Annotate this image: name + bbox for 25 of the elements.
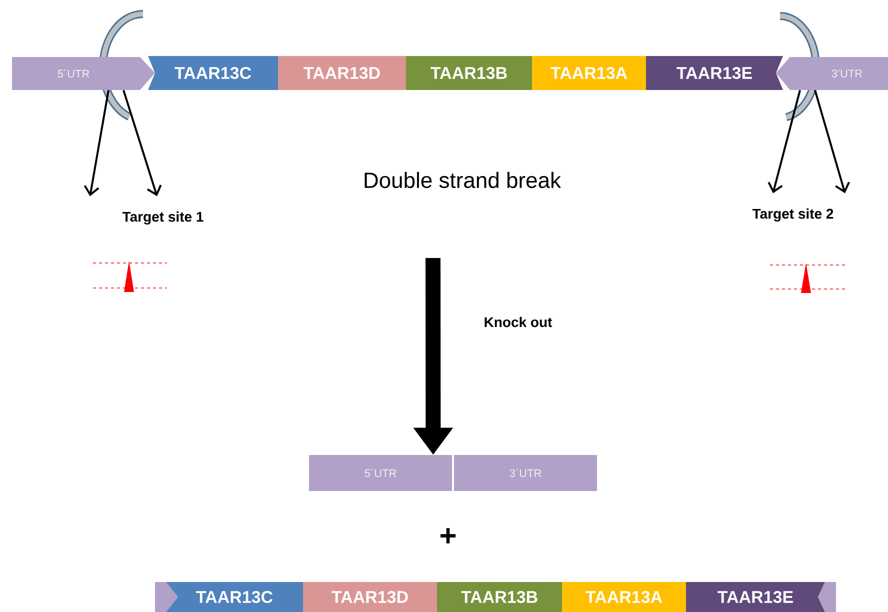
plus-sign: +	[440, 528, 456, 544]
utr-end-box	[155, 582, 178, 612]
gene-box: TAAR13B	[437, 582, 562, 612]
target-site-label: Target site 1	[122, 211, 204, 225]
gene-box: TAAR13C	[148, 56, 278, 90]
arrow	[84, 90, 110, 196]
arrow	[122, 90, 162, 196]
utr-arrow-box: 3’UTR	[776, 57, 888, 90]
gene-box: TAAR13D	[278, 56, 406, 90]
arrow	[814, 90, 850, 194]
edge-label: Knock out	[484, 316, 552, 328]
utr-box: 3´UTR	[454, 454, 597, 491]
target-site-label: Target site 2	[752, 208, 834, 222]
gene-box: TAAR13A	[532, 56, 646, 90]
gene-box: TAAR13E	[646, 56, 783, 90]
gene-box: TAAR13D	[303, 582, 437, 612]
gene-box: TAAR13A	[562, 582, 686, 612]
utr-arrow-box: 5´UTR	[12, 57, 155, 90]
gene-box: TAAR13B	[406, 56, 532, 90]
utr-end-box	[818, 582, 836, 612]
arrow	[768, 90, 801, 194]
gene-box: TAAR13C	[166, 582, 303, 612]
gene-box: TAAR13E	[686, 582, 825, 612]
heading-text: Double strand break	[364, 172, 562, 188]
utr-box: 5´UTR	[309, 454, 452, 491]
